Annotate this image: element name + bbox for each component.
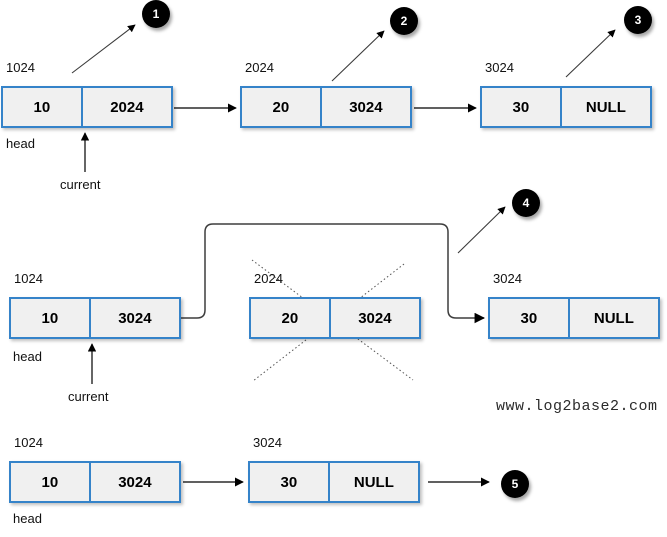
- next-pointer-cell: NULL: [593, 309, 634, 327]
- node-address: 1024: [6, 60, 35, 75]
- row2-head-label: head: [13, 349, 42, 364]
- row2-node-1024: 1024 10 3024: [9, 271, 181, 339]
- data-cell: 30: [482, 88, 562, 126]
- node-address: 2024: [254, 271, 283, 286]
- node-address: 3024: [485, 60, 514, 75]
- data-cell: 20: [242, 88, 322, 126]
- step2-badge: 2: [390, 7, 418, 35]
- next-pointer-cell: 3024: [358, 309, 392, 327]
- step4-badge: 4: [512, 189, 540, 217]
- node-box: 30 NULL: [488, 297, 660, 339]
- next-pointer-cell: 3024: [118, 473, 152, 491]
- node-address: 1024: [14, 271, 43, 286]
- next-pointer-cell: NULL: [353, 473, 394, 491]
- step5-badge: 5: [501, 470, 529, 498]
- node-address: 3024: [493, 271, 522, 286]
- row1-node-3024: 3024 30 NULL: [480, 60, 652, 128]
- node-address: 1024: [14, 435, 43, 450]
- row2-node-2024-deleted: 2024 20 3024: [249, 271, 421, 339]
- step2-arrow: [331, 30, 385, 82]
- node-box: 30 NULL: [480, 86, 652, 128]
- row1-current-label: current: [60, 177, 101, 192]
- data-cell: 10: [3, 88, 83, 126]
- step3-arrow: [565, 29, 616, 78]
- data-cell: 10: [11, 299, 91, 337]
- node-box: 30 NULL: [248, 461, 420, 503]
- next-pointer-cell: 3024: [118, 309, 152, 327]
- data-cell: 20: [251, 299, 331, 337]
- node-box: 10 2024: [1, 86, 173, 128]
- next-pointer-cell: NULL: [585, 98, 626, 116]
- watermark-url: www.log2base2.com: [496, 398, 658, 415]
- step1-arrow: [71, 24, 136, 74]
- next-pointer-cell: 3024: [349, 98, 383, 116]
- data-cell: 30: [250, 463, 330, 501]
- next-pointer-cell: 2024: [110, 98, 144, 116]
- step3-badge: 3: [624, 6, 652, 34]
- row1-head-label: head: [6, 136, 35, 151]
- row3-node-3024: 3024 30 NULL: [248, 435, 420, 503]
- node-box: 20 3024: [240, 86, 412, 128]
- node-address: 3024: [253, 435, 282, 450]
- row2-node-3024: 3024 30 NULL: [488, 271, 660, 339]
- step4-arrow: [457, 206, 506, 254]
- node-box: 20 3024: [249, 297, 421, 339]
- row1-node-2024: 2024 20 3024: [240, 60, 412, 128]
- node-address: 2024: [245, 60, 274, 75]
- data-cell: 10: [11, 463, 91, 501]
- step1-badge: 1: [142, 0, 170, 28]
- node-box: 10 3024: [9, 297, 181, 339]
- row3-head-label: head: [13, 511, 42, 526]
- row1-node-1024: 1024 10 2024: [1, 60, 173, 128]
- data-cell: 30: [490, 299, 570, 337]
- row3-node-1024: 1024 10 3024: [9, 435, 181, 503]
- node-box: 10 3024: [9, 461, 181, 503]
- row2-current-label: current: [68, 389, 109, 404]
